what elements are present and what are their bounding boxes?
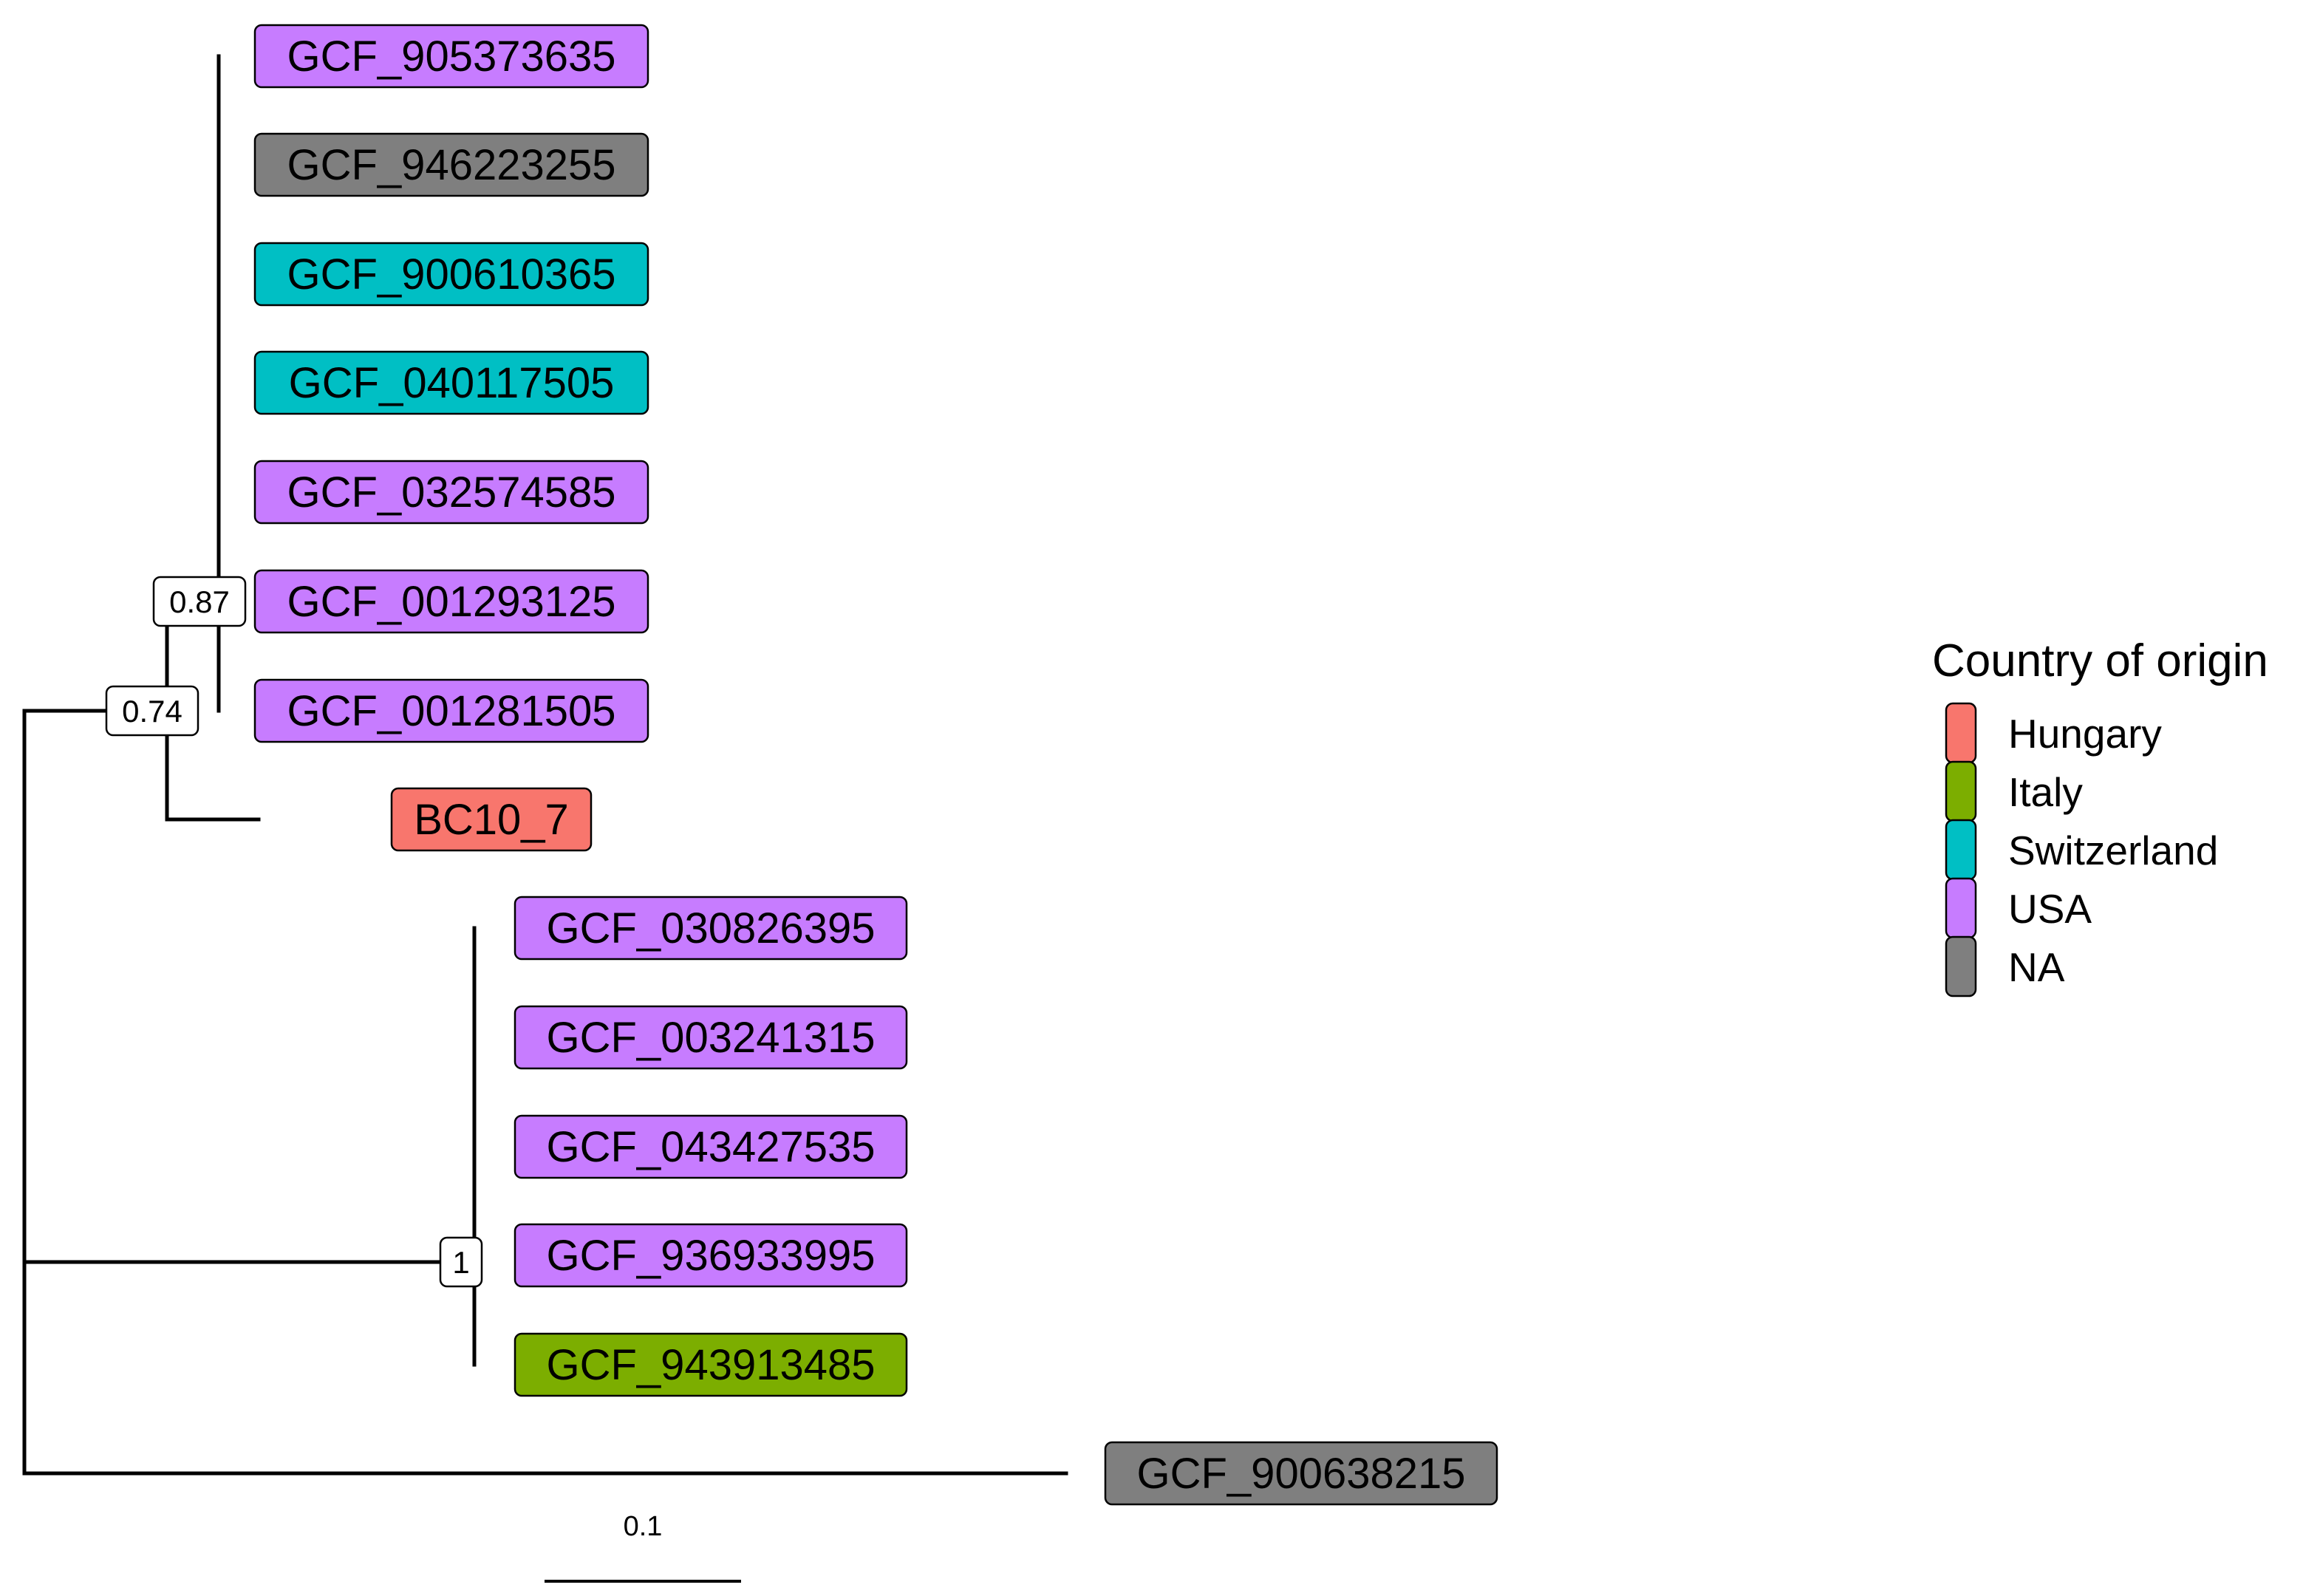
support-value-text: 1 xyxy=(452,1245,469,1280)
legend-key xyxy=(1945,702,1977,764)
legend-item: Hungary xyxy=(1945,702,2162,764)
tip-label-text: GCF_900638215 xyxy=(1137,1450,1466,1498)
tip-label-box xyxy=(390,787,593,852)
tip-label: GCF_003241315 xyxy=(514,1005,908,1070)
tip-label-text: BC10_7 xyxy=(414,796,569,844)
support-value-text: 0.74 xyxy=(122,694,182,729)
legend-label: USA xyxy=(2008,886,2092,932)
legend-key xyxy=(1945,760,1977,822)
tip-label: GCF_946223255 xyxy=(253,132,649,197)
legend-label: Hungary xyxy=(2008,711,2162,757)
tip-label-box xyxy=(253,569,649,634)
tip-label-box xyxy=(253,350,649,415)
tip-label: GCF_040117505 xyxy=(253,350,649,415)
tip-label: GCF_943913485 xyxy=(514,1332,908,1397)
tip-label-box xyxy=(1104,1441,1498,1506)
tip-label-text: GCF_001293125 xyxy=(287,578,616,626)
tip-label-box xyxy=(253,24,649,89)
support-value: 1 xyxy=(439,1236,483,1288)
tip-label: GCF_030826395 xyxy=(514,896,908,961)
support-value: 0.74 xyxy=(105,685,199,737)
tip-label-text: GCF_936933995 xyxy=(547,1232,876,1280)
tip-label-box xyxy=(253,678,649,743)
tip-label: GCF_032574585 xyxy=(253,460,649,525)
support-labels: 0.87 0.74 1 xyxy=(105,576,483,1288)
tip-label: GCF_900638215 xyxy=(1104,1441,1498,1506)
legend-item: Italy xyxy=(1945,760,2083,822)
legend-key xyxy=(1945,935,1977,998)
tip-label-box xyxy=(514,1223,908,1288)
tip-label-text: GCF_040117505 xyxy=(289,359,615,407)
tree-branches xyxy=(22,54,1068,1476)
tip-label-text: GCF_946223255 xyxy=(287,141,616,189)
tip-labels: GCF_905373635GCF_946223255GCF_900610365G… xyxy=(253,24,1498,1506)
tip-label-text: GCF_001281505 xyxy=(287,687,616,735)
legend-title: Country of origin xyxy=(1932,635,2268,686)
support-value-box xyxy=(152,576,247,627)
tip-label-text: GCF_030826395 xyxy=(547,904,876,952)
support-value-text: 0.87 xyxy=(169,584,230,619)
tip-label-box xyxy=(514,1005,908,1070)
tip-label-text: GCF_032574585 xyxy=(287,468,616,516)
tip-label-text: GCF_043427535 xyxy=(547,1123,876,1171)
legend-key xyxy=(1945,819,1977,881)
scale-bar-label: 0.1 xyxy=(624,1511,663,1542)
tip-label: GCF_001281505 xyxy=(253,678,649,743)
tip-label-text: GCF_943913485 xyxy=(547,1341,876,1389)
support-value: 0.87 xyxy=(152,576,247,627)
legend-item: Switzerland xyxy=(1945,819,2218,881)
legend-label: Switzerland xyxy=(2008,828,2218,873)
tip-label-box xyxy=(514,1332,908,1397)
tip-label: GCF_043427535 xyxy=(514,1114,908,1179)
legend-item: NA xyxy=(1945,935,2065,998)
tip-label-box xyxy=(514,896,908,961)
scale-bar: 0.1 xyxy=(545,1511,741,1583)
tip-label-box xyxy=(253,460,649,525)
legend-key xyxy=(1945,877,1977,939)
tip-label: GCF_905373635 xyxy=(253,24,649,89)
tip-label: BC10_7 xyxy=(390,787,593,852)
support-value-box xyxy=(439,1236,483,1288)
legend-label: Italy xyxy=(2008,769,2083,815)
tip-label-box xyxy=(253,132,649,197)
tip-label-text: GCF_900610365 xyxy=(287,250,616,299)
tip-label: GCF_900610365 xyxy=(253,242,649,307)
support-value-box xyxy=(105,685,199,737)
legend-label: NA xyxy=(2008,944,2065,990)
tip-label-box xyxy=(514,1114,908,1179)
tip-label: GCF_936933995 xyxy=(514,1223,908,1288)
tip-label-box xyxy=(253,242,649,307)
legend: Country of origin HungaryItalySwitzerlan… xyxy=(1932,635,2268,998)
tip-label-text: GCF_905373635 xyxy=(287,33,616,81)
legend-item: USA xyxy=(1945,877,2092,939)
tip-label-text: GCF_003241315 xyxy=(547,1014,876,1062)
tip-label: GCF_001293125 xyxy=(253,569,649,634)
